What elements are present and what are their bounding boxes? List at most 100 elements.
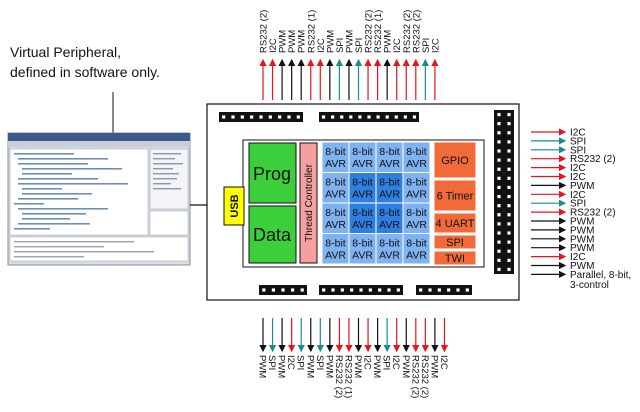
bottom-pin-label: SPI (266, 355, 277, 370)
bottom-pin-label: RS232 (2) (409, 355, 420, 398)
right-pin: PWM (531, 261, 594, 272)
top-pin: I2C (268, 38, 279, 100)
bottom-pin: PWM (371, 318, 382, 378)
bottom-pin-label: I2C (438, 355, 449, 370)
top-pin-label: RS232 (2) (259, 10, 270, 53)
top-pin-label: I2C (430, 38, 441, 53)
bottom-pin: RS232 (2) (419, 318, 430, 398)
top-pin-label: I2C (392, 38, 403, 53)
bottom-pin-label: SPI (314, 355, 325, 370)
avr-core-label: AVR (379, 219, 400, 231)
avr-core-bits-label: 8-bit (379, 146, 400, 158)
peripheral-block: SPI (433, 234, 477, 250)
bottom-pin-label: PWM (276, 355, 287, 378)
avr-core-label: AVR (352, 189, 373, 201)
avr-core-bits-label: 8-bit (406, 207, 427, 219)
avr-core-bits-label: 8-bit (352, 177, 373, 189)
annotation-line-1: Virtual Peripheral, (10, 44, 121, 60)
right-pin: PWM (531, 234, 594, 245)
top-pin-label: PWM (287, 30, 298, 53)
bottom-pin-label: SPI (381, 355, 392, 370)
top-pin: PWM (383, 30, 394, 100)
top-pin: PWM (344, 30, 355, 100)
data-block (248, 205, 297, 264)
annotation-line-2: defined in software only. (10, 64, 160, 80)
avr-core-bits-label: 8-bit (325, 177, 346, 189)
bottom-pin: I2C (285, 318, 296, 370)
peripheral-block: GPIO (433, 141, 477, 179)
right-pin-label: PWM (570, 234, 594, 245)
avr-core-label: AVR (325, 189, 346, 201)
top-pin-label: RS232 (2) (402, 10, 413, 53)
bottom-pin: PWM (428, 318, 439, 378)
top-pin: I2C (392, 38, 403, 100)
right-pin-label: I2C (570, 128, 586, 139)
bottom-pin: PWM (323, 318, 334, 378)
bottom-pin-label: I2C (285, 355, 296, 370)
right-pin-label: PWM (570, 261, 594, 272)
bottom-pin: I2C (390, 318, 401, 370)
bottom-pin-label: PWM (371, 355, 382, 378)
avr-core-bits-label: 8-bit (325, 146, 346, 158)
peripheral-label: GPIO (441, 155, 469, 167)
bottom-pin-label: I2C (390, 355, 401, 370)
top-pin: RS232 (2) (364, 10, 375, 100)
right-pin: SPI (531, 136, 586, 147)
peripheral-label: 4 UART (436, 218, 475, 230)
avr-core-bits-label: 8-bit (379, 177, 400, 189)
peripheral-label: 6 Timer (437, 191, 474, 203)
avr-core-bits-label: 8-bit (406, 238, 427, 250)
bottom-pin-label: PWM (257, 355, 268, 378)
right-pin-label: PWM (570, 217, 594, 228)
bottom-pin-label: PWM (400, 355, 411, 378)
right-pin-label: Parallel, 8-bit, (570, 270, 631, 281)
avr-core-bits-label: 8-bit (352, 207, 373, 219)
top-pin: PWM (278, 30, 289, 100)
top-pin-label: I2C (268, 38, 279, 53)
right-pin-label: SPI (570, 145, 586, 156)
bottom-pin-label: PWM (323, 355, 334, 378)
top-pin-label: SPI (335, 38, 346, 53)
top-pin: I2C (430, 38, 441, 100)
bottom-pin-label: PWM (428, 355, 439, 378)
bottom-pin: SPI (295, 318, 306, 370)
top-pin-label: PWM (278, 30, 289, 53)
right-pin: PWM (531, 181, 594, 192)
right-pin: I2C (531, 252, 586, 263)
bottom-pin: PWM (304, 318, 315, 378)
right-pin: PWM (531, 243, 594, 254)
bottom-pin: RS232 (2) (409, 318, 420, 398)
prog-label: Prog (253, 164, 291, 184)
avr-core-bits-label: 8-bit (406, 177, 427, 189)
right-pin-label: I2C (570, 190, 586, 201)
bottom-pin-label: PWM (352, 355, 363, 378)
avr-core-bits-label: 8-bit (325, 207, 346, 219)
usb-block (223, 186, 245, 226)
right-pin-label: I2C (570, 172, 586, 183)
bottom-pin: I2C (438, 318, 449, 370)
avr-core-bits-label: 8-bit (352, 146, 373, 158)
right-pin-label: I2C (570, 252, 586, 263)
bottom-pin: SPI (314, 318, 325, 370)
bottom-pin-label: RS232 (2) (333, 355, 344, 398)
bottom-pin: PWM (257, 318, 268, 378)
peripheral-label: SPI (446, 237, 464, 249)
top-pin-label: PWM (297, 30, 308, 53)
bottom-pin: RS232 (1) (342, 318, 353, 398)
avr-core-label: AVR (379, 250, 400, 262)
ide-screenshot (7, 132, 191, 266)
right-pin: SPI (531, 199, 586, 210)
top-pin: RS232 (2) (259, 10, 270, 100)
top-pin: RS232 (2) (411, 10, 422, 100)
